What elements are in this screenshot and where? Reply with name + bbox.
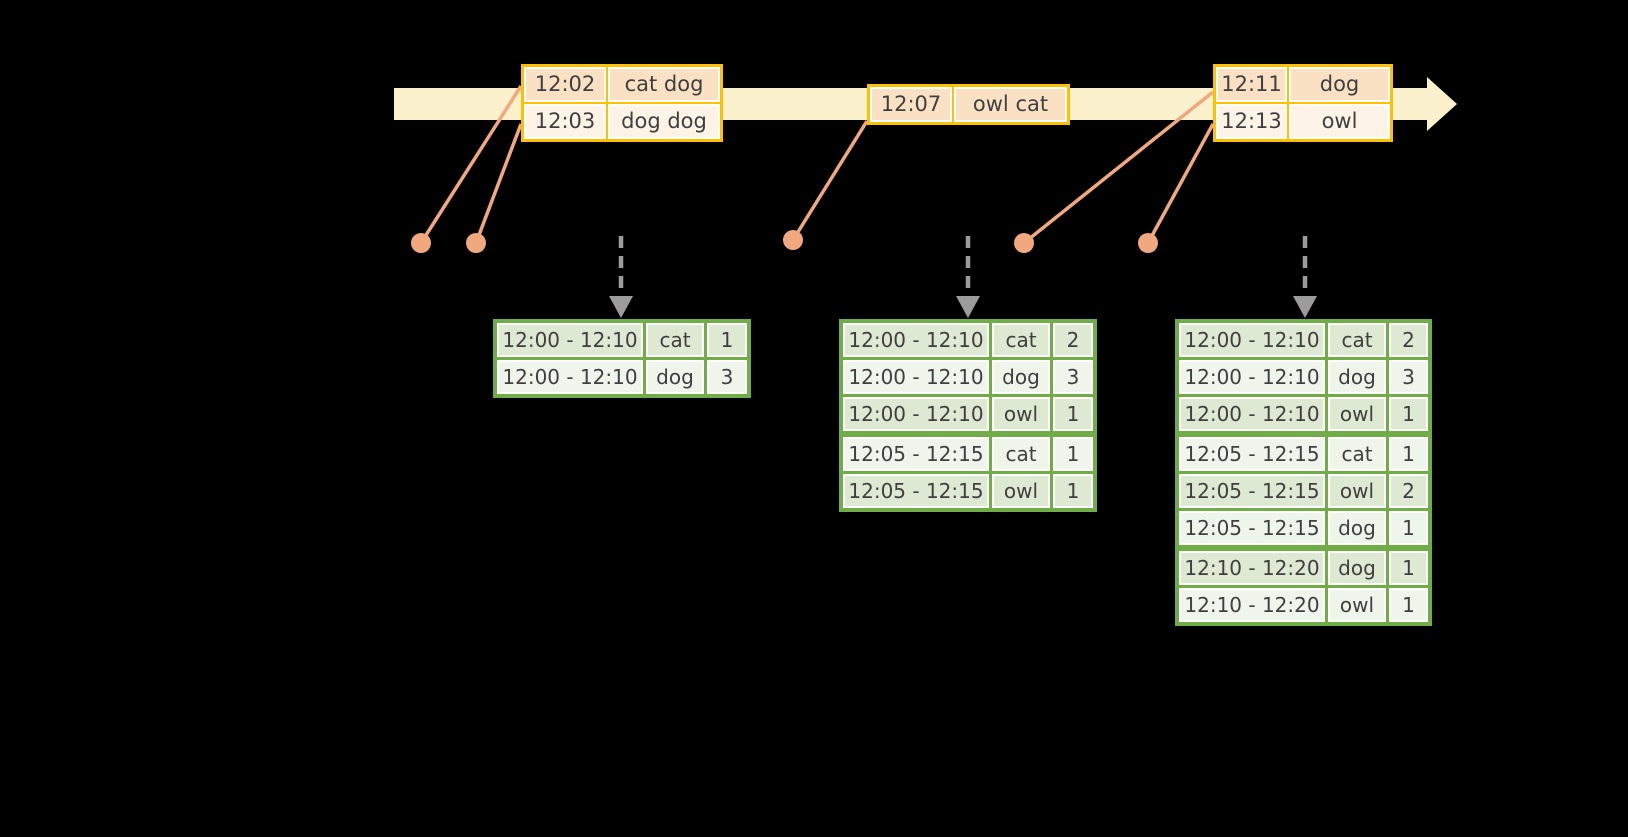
event-words-cell: cat dog [608, 67, 720, 102]
word-cell: dog [646, 360, 704, 394]
result-table-row: 12:10 - 12:20 dog 1 [1179, 551, 1428, 585]
result-table-row: 12:00 - 12:10 owl 1 [1179, 397, 1428, 431]
event-words-cell: owl [1289, 104, 1390, 139]
word-cell: owl [1328, 474, 1386, 508]
result-table-row: 12:00 - 12:10 owl 1 [843, 397, 1093, 431]
result-table-row: 12:00 - 12:10 dog 3 [497, 360, 747, 394]
window-cell: 12:00 - 12:10 [843, 360, 989, 394]
word-cell: dog [1328, 551, 1386, 585]
count-cell: 1 [1389, 588, 1428, 622]
result-table-row: 12:05 - 12:15 owl 2 [1179, 474, 1428, 508]
window-cell: 12:00 - 12:10 [1179, 360, 1325, 394]
timeline-arrowhead-icon [1427, 77, 1457, 131]
window-cell: 12:05 - 12:15 [843, 474, 989, 508]
window-cell: 12:05 - 12:15 [1179, 511, 1325, 545]
event-dot-icon [411, 233, 431, 253]
count-cell: 2 [1053, 323, 1093, 357]
count-cell: 1 [1389, 397, 1428, 431]
count-cell: 1 [1389, 551, 1428, 585]
word-cell: cat [992, 437, 1050, 471]
result-table-row: 12:00 - 12:10 cat 2 [1179, 323, 1428, 357]
event-table-row: 12:02 cat dog [524, 67, 720, 102]
event-table-row: 12:13 owl [1216, 104, 1390, 139]
result-table-1: 12:00 - 12:10 cat 1 12:00 - 12:10 dog 3 [493, 319, 751, 398]
window-cell: 12:00 - 12:10 [1179, 397, 1325, 431]
count-cell: 3 [1053, 360, 1093, 394]
connector-line-event-1203 [474, 123, 523, 244]
window-cell: 12:10 - 12:20 [1179, 551, 1325, 585]
count-cell: 3 [707, 360, 747, 394]
word-cell: owl [1328, 588, 1386, 622]
count-cell: 1 [1053, 397, 1093, 431]
result-table-row: 12:00 - 12:10 dog 3 [1179, 360, 1428, 394]
result-table-row: 12:00 - 12:10 dog 3 [843, 360, 1093, 394]
window-cell: 12:00 - 12:10 [843, 397, 989, 431]
event-dot-icon [1014, 233, 1034, 253]
result-table-row: 12:05 - 12:15 cat 1 [1179, 437, 1428, 471]
result-table-2: 12:00 - 12:10 cat 2 12:00 - 12:10 dog 3 … [839, 319, 1097, 512]
result-table-row: 12:10 - 12:20 owl 1 [1179, 588, 1428, 622]
event-table-row: 12:03 dog dog [524, 104, 720, 139]
word-cell: owl [992, 474, 1050, 508]
count-cell: 1 [1389, 437, 1428, 471]
event-time-cell: 12:11 [1216, 67, 1287, 102]
connector-line-event-1213 [1146, 123, 1215, 244]
event-table-row: 12:07 owl cat [870, 87, 1067, 122]
result-table-row: 12:00 - 12:10 cat 2 [843, 323, 1093, 357]
event-table-row: 12:11 dog [1216, 67, 1390, 102]
count-cell: 1 [707, 323, 747, 357]
down-arrow-icon [1293, 296, 1317, 318]
word-cell: owl [1328, 397, 1386, 431]
word-cell: cat [1328, 437, 1386, 471]
word-cell: dog [992, 360, 1050, 394]
window-cell: 12:05 - 12:15 [843, 437, 989, 471]
event-dot-icon [1138, 233, 1158, 253]
count-cell: 3 [1389, 360, 1428, 394]
connector-line-event-1211 [1022, 90, 1215, 245]
connector-line-event-1202 [419, 85, 523, 244]
word-cell: cat [992, 323, 1050, 357]
window-cell: 12:05 - 12:15 [1179, 437, 1325, 471]
window-cell: 12:00 - 12:10 [843, 323, 989, 357]
event-words-cell: dog [1289, 67, 1390, 102]
event-time-cell: 12:02 [524, 67, 606, 102]
event-table-2: 12:07 owl cat [867, 84, 1070, 125]
result-table-row: 12:05 - 12:15 cat 1 [843, 437, 1093, 471]
count-cell: 2 [1389, 323, 1428, 357]
word-cell: dog [1328, 360, 1386, 394]
window-cell: 12:00 - 12:10 [497, 360, 643, 394]
word-cell: cat [1328, 323, 1386, 357]
event-time-cell: 12:07 [870, 87, 952, 122]
word-cell: cat [646, 323, 704, 357]
count-cell: 2 [1389, 474, 1428, 508]
event-time-cell: 12:13 [1216, 104, 1287, 139]
word-cell: owl [992, 397, 1050, 431]
result-table-3: 12:00 - 12:10 cat 2 12:00 - 12:10 dog 3 … [1175, 319, 1432, 626]
result-table-row: 12:05 - 12:15 owl 1 [843, 474, 1093, 508]
event-dot-icon [466, 233, 486, 253]
window-cell: 12:05 - 12:15 [1179, 474, 1325, 508]
event-words-cell: dog dog [608, 104, 720, 139]
event-table-3: 12:11 dog 12:13 owl [1213, 64, 1393, 142]
event-words-cell: owl cat [954, 87, 1067, 122]
down-arrow-icon [956, 296, 980, 318]
event-dot-icon [783, 230, 803, 250]
window-cell: 12:00 - 12:10 [1179, 323, 1325, 357]
connector-line-event-1207 [791, 120, 869, 241]
window-cell: 12:00 - 12:10 [497, 323, 643, 357]
window-cell: 12:10 - 12:20 [1179, 588, 1325, 622]
count-cell: 1 [1053, 474, 1093, 508]
count-cell: 1 [1389, 511, 1428, 545]
result-table-row: 12:00 - 12:10 cat 1 [497, 323, 747, 357]
down-arrow-icon [609, 296, 633, 318]
event-time-cell: 12:03 [524, 104, 606, 139]
count-cell: 1 [1053, 437, 1093, 471]
event-table-1: 12:02 cat dog 12:03 dog dog [521, 64, 723, 142]
word-cell: dog [1328, 511, 1386, 545]
result-table-row: 12:05 - 12:15 dog 1 [1179, 511, 1428, 545]
